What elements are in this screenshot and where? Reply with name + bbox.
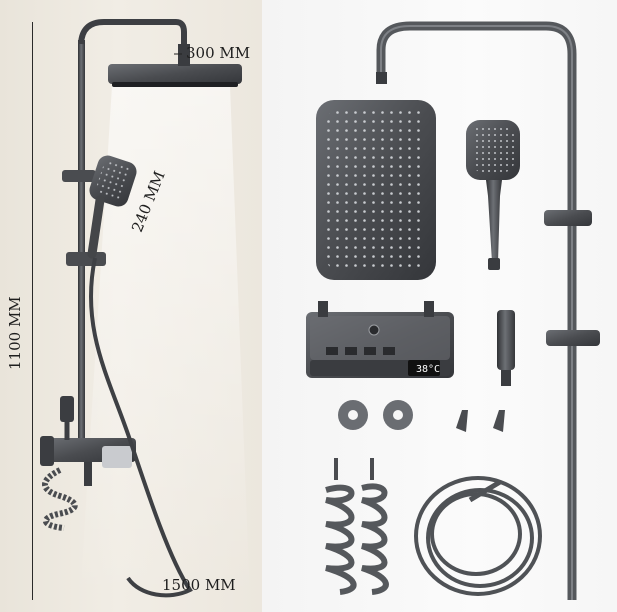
- wall-bracket-part: [546, 330, 600, 346]
- hose-length-label: 1500 MM: [162, 576, 236, 594]
- handheld-holder: [66, 252, 106, 266]
- thermostatic-mixer-part: 38°C: [306, 301, 454, 378]
- rain-shower-head-part: [316, 100, 436, 280]
- connector-right: [493, 410, 505, 432]
- handheld-hose: [89, 257, 193, 598]
- mixer-valve-installed: [40, 396, 136, 486]
- handheld-shower-part: [466, 120, 520, 270]
- upper-bracket: [62, 170, 96, 182]
- head-width-label: 300 MM: [186, 44, 251, 62]
- overhead-arm: [78, 19, 187, 46]
- temperature-display: 38°C: [416, 364, 440, 375]
- connector-left: [456, 410, 468, 432]
- rain-shower-head: [108, 64, 242, 84]
- escutcheon-right: [383, 400, 413, 430]
- handheld-shower-installed: [87, 155, 137, 259]
- water-spray: [80, 86, 250, 600]
- riser-pipe: [78, 40, 85, 450]
- slide-bracket-part: [544, 210, 592, 226]
- spring-hose-part: [325, 458, 389, 595]
- bidet-spring-hose: [42, 467, 78, 531]
- height-dimension-line: [32, 22, 33, 600]
- escutcheon-left: [338, 400, 368, 430]
- bidet-sprayer-part: [497, 310, 515, 386]
- coiled-hose-part: [414, 476, 542, 596]
